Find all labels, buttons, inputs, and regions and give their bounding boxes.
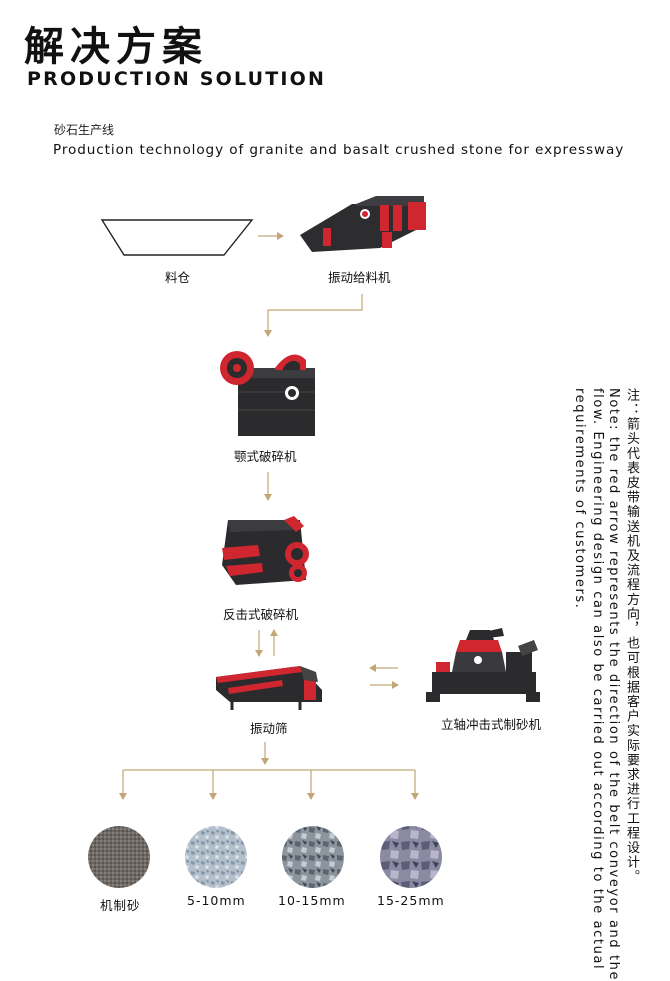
label-feeder: 振动给料机 — [328, 270, 391, 285]
label-vsi-sand-maker: 立轴冲击式制砂机 — [441, 717, 542, 732]
product-sand-image — [88, 826, 150, 888]
product-5-10-image — [185, 826, 247, 888]
product-label-10-15: 10-15mm — [278, 893, 346, 908]
product-15-25-image — [380, 826, 442, 888]
product-label-sand: 机制砂 — [100, 898, 141, 913]
flow-diagram — [88, 196, 540, 888]
flow-arrows — [119, 232, 419, 800]
note-en-line3: requirements of customers. — [572, 388, 587, 610]
label-hopper: 料仓 — [165, 270, 191, 285]
label-impact-crusher: 反击式破碎机 — [223, 607, 299, 622]
subtitle-en: Production technology of granite and bas… — [53, 142, 625, 158]
vibrating-feeder-icon — [300, 196, 426, 252]
page-title-en: PRODUCTION SOLUTION — [27, 68, 327, 90]
page-title: 解决方案 — [24, 24, 208, 70]
product-label-5-10: 5-10mm — [187, 893, 246, 908]
vibrating-screen-icon — [216, 666, 322, 710]
note-cn: 注：箭头代表皮带输送机及流程方向，也可根据客户实际要求进行工程设计。 — [624, 388, 639, 885]
label-vibrating-screen: 振动筛 — [250, 721, 288, 736]
product-10-15-image — [282, 826, 344, 888]
product-label-15-25: 15-25mm — [377, 893, 445, 908]
hopper-outline-icon — [100, 219, 254, 256]
vsi-crusher-icon — [426, 628, 540, 702]
note-en-line1: Note: the red arrow represents the direc… — [606, 388, 621, 981]
arrow-feeder-to-jaw — [264, 294, 363, 337]
note-en-line2: flow. Engineering design can also be car… — [590, 388, 605, 971]
label-jaw-crusher: 颚式破碎机 — [234, 449, 297, 464]
jaw-crusher-icon — [220, 351, 315, 436]
subtitle-cn: 砂石生产线 — [54, 123, 115, 137]
impact-crusher-icon — [222, 516, 309, 585]
